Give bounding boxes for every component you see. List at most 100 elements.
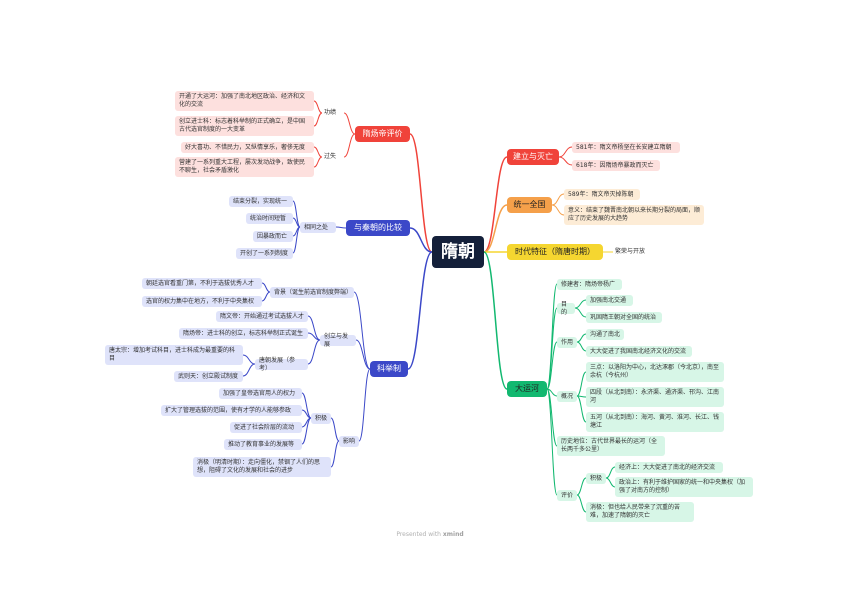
founding-item[interactable]: 618年：因隋炀帝暴政而灭亡	[572, 160, 660, 171]
connector	[576, 494, 587, 513]
connector	[576, 395, 587, 423]
tang-development-item[interactable]: 唐太宗：增加考试科目，进士科成为最重要的科目	[105, 345, 243, 365]
connector	[358, 368, 371, 442]
connector	[409, 227, 433, 253]
connector	[353, 291, 371, 370]
label-merits[interactable]: 功绩	[324, 109, 337, 116]
connector	[261, 282, 271, 293]
negative-item[interactable]: 消极（明清时期）：走向僵化，禁锢了人们的思想，阻碍了文化的发展和社会的进步	[193, 457, 331, 477]
connector	[407, 251, 433, 370]
label-function[interactable]: 作用	[557, 337, 577, 348]
overview-item[interactable]: 三点：以洛阳为中心，北达涿郡（今北京），南至余杭（今杭州）	[586, 362, 724, 382]
era-feature-item[interactable]: 繁荣与开放	[615, 248, 646, 255]
connector	[335, 226, 347, 229]
connector	[546, 307, 558, 390]
label-purpose[interactable]: 目的	[557, 301, 575, 316]
connector	[355, 339, 371, 370]
purpose-item[interactable]: 加强南北交通	[586, 295, 633, 306]
connector	[313, 112, 323, 127]
label-background[interactable]: 背景（诞生前选官制度弊端）	[270, 287, 354, 298]
connector	[261, 291, 271, 302]
function-item[interactable]: 沟通了南北	[586, 329, 624, 340]
topic-unification[interactable]: 统一全国	[507, 197, 552, 213]
positive-item[interactable]: 促进了社会阶层的流动	[230, 422, 302, 433]
connector	[483, 156, 508, 253]
similarity-item[interactable]: 结束分裂，实现统一	[229, 196, 293, 207]
fault-item[interactable]: 营建了一系列重大工程，屡次发动战争，致使民不聊生，社会矛盾激化	[175, 157, 314, 177]
label-evaluation[interactable]: 评价	[557, 490, 577, 501]
connector	[546, 388, 558, 496]
canal-builder[interactable]: 修建者：隋炀帝杨广	[557, 279, 622, 290]
connector	[574, 299, 587, 309]
positive-item[interactable]: 加强了皇帝选官用人的权力	[219, 388, 302, 399]
connector	[242, 363, 256, 377]
central-topic[interactable]: 隋朝	[432, 236, 484, 268]
positive-item[interactable]: 推动了教育事业的发展等	[224, 439, 302, 450]
function-item[interactable]: 大大促进了我国南北经济文化的交流	[586, 346, 692, 357]
similarity-item[interactable]: 统治时间短暂	[246, 213, 293, 224]
connector	[343, 133, 356, 158]
label-positive[interactable]: 积极	[311, 413, 331, 424]
label-tang-development[interactable]: 唐朝发展（参考）	[255, 357, 308, 372]
label-overview[interactable]: 概况	[557, 391, 577, 402]
connector	[546, 388, 558, 397]
connector	[292, 226, 301, 254]
connector	[576, 477, 587, 496]
merit-item[interactable]: 开通了大运河：加强了南北地区政治、经济和文化的交流	[175, 91, 314, 111]
canal-negative-item[interactable]: 消极：但也给人民带来了沉重的苦难，加速了隋朝的灭亡	[586, 502, 694, 522]
background-item[interactable]: 选官的权力集中在地方，不利于中央集权	[142, 296, 262, 307]
connector	[307, 332, 321, 341]
tang-development-item[interactable]: 武则天：创立殿试制度	[174, 371, 243, 382]
connector	[483, 251, 508, 390]
topic-grand-canal[interactable]: 大运河	[507, 381, 547, 397]
connector	[574, 307, 587, 318]
merit-item[interactable]: 创立进士科：标志着科举制的正式确立，是中国古代选官制度的一大变革	[175, 116, 314, 136]
label-faults[interactable]: 过失	[324, 153, 337, 160]
connector	[551, 204, 565, 216]
connector	[576, 341, 587, 352]
unification-item[interactable]: 589年：隋文帝灭掉陈朝	[564, 189, 640, 200]
label-founding-development[interactable]: 创立与发展	[320, 333, 356, 348]
topic-era-feature[interactable]: 时代特征（隋唐时期）	[507, 244, 603, 260]
connector	[313, 100, 323, 114]
watermark-prefix: Presented with	[396, 531, 441, 538]
founding-item[interactable]: 581年：隋文帝杨坚在长安建立隋朝	[572, 142, 680, 153]
label-similarities[interactable]: 相同之处	[300, 222, 336, 233]
connector	[558, 156, 573, 166]
topic-founding-fall[interactable]: 建立与灭亡	[507, 149, 559, 165]
connector	[576, 371, 587, 397]
label-influence[interactable]: 影响	[339, 436, 359, 447]
canal-historic-status[interactable]: 历史地位：古代世界最长的运河（全长两千多公里）	[557, 436, 665, 456]
connector	[576, 333, 587, 343]
connector	[605, 466, 616, 479]
connector	[330, 440, 340, 468]
connector	[301, 417, 312, 445]
connector	[343, 112, 356, 135]
connector	[558, 146, 573, 158]
canal-positive-item[interactable]: 政治上：有利于维护国家的统一和中央集权（加强了对南方的控制）	[615, 477, 753, 497]
connector	[330, 417, 340, 442]
background-item[interactable]: 朝廷选官看重门第，不利于选拔优秀人才	[142, 278, 262, 289]
fault-item[interactable]: 好大喜功、不惜民力，又纵情享乐，奢侈无度	[181, 142, 314, 153]
connector	[605, 477, 616, 488]
overview-item[interactable]: 五河（从北到南）：海河、黄河、淮河、长江、钱塘江	[586, 412, 724, 432]
topic-imperial-exam[interactable]: 科举制	[370, 361, 408, 377]
topic-qin-comparison[interactable]: 与秦朝的比较	[346, 220, 410, 236]
connector	[551, 193, 565, 206]
purpose-item[interactable]: 巩固隋王朝对全国的统治	[586, 312, 662, 323]
similarity-item[interactable]: 开创了一系列制度	[236, 248, 293, 259]
watermark-brand: xmind	[442, 531, 464, 538]
founding-development-item[interactable]: 隋文帝：开始通过考试选拔人才	[216, 311, 308, 322]
founding-development-item[interactable]: 隋炀帝：进士科的创立，标志科举制正式诞生	[179, 328, 308, 339]
connector	[242, 354, 256, 365]
label-canal-positive[interactable]: 积极	[586, 473, 606, 484]
similarity-item[interactable]: 因暴政而亡	[253, 231, 293, 242]
topic-emperor-evaluation[interactable]: 隋炀帝评价	[355, 126, 410, 142]
positive-item[interactable]: 扩大了管理选拔的范围，使有才学的人能够参政	[161, 405, 302, 416]
connector	[546, 283, 558, 390]
canal-positive-item[interactable]: 经济上：大大促进了南北的经济交流	[615, 462, 723, 473]
overview-item[interactable]: 四段（从北到南）：永济渠、通济渠、邗沟、江南河	[586, 387, 724, 407]
connector	[313, 146, 323, 158]
unification-item[interactable]: 意义：结束了魏晋南北朝以来长期分裂的局面，顺应了历史发展的大趋势	[564, 205, 704, 225]
